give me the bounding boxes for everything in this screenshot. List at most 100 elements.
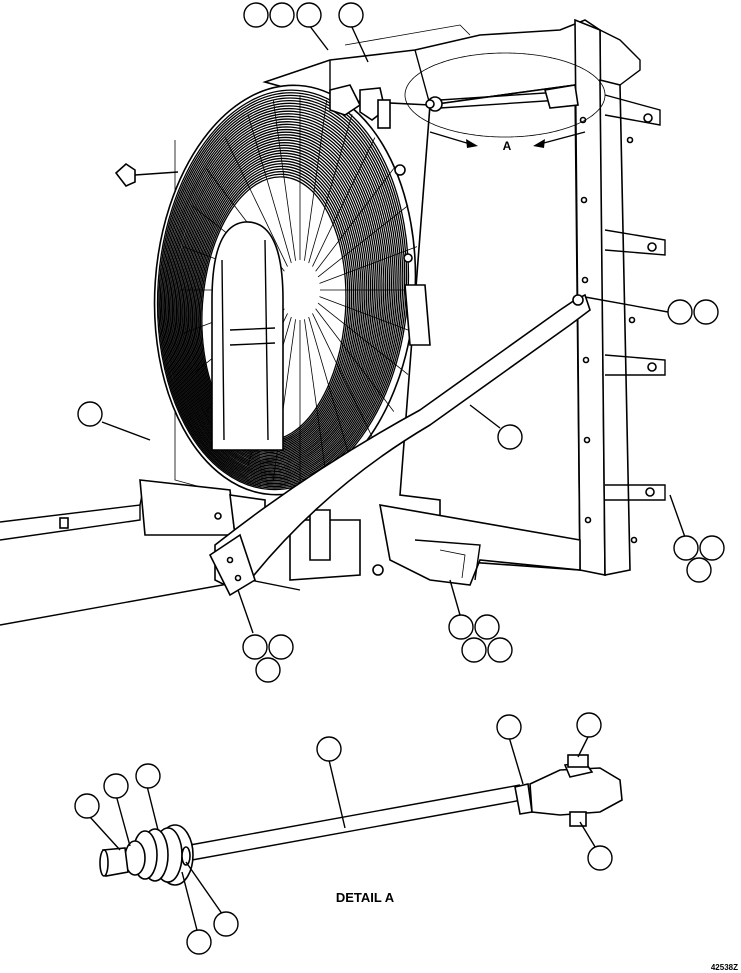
callout-c23 — [103, 773, 129, 799]
callout-circle — [242, 634, 268, 660]
callout-c18 — [487, 637, 513, 663]
callout-circle — [686, 557, 712, 583]
callout-circle — [461, 637, 487, 663]
callout-c21 — [316, 736, 342, 762]
callout-circle — [667, 299, 693, 325]
callout-circle — [296, 2, 322, 28]
guard-radial-wire — [308, 114, 353, 264]
guard-radial-wire — [224, 137, 288, 267]
callout-circle — [186, 929, 212, 955]
callout-c3 — [296, 2, 322, 28]
guard-ring — [173, 121, 387, 473]
guard-ring — [166, 107, 396, 480]
callout-circle — [693, 299, 719, 325]
guard-radial-wire — [317, 205, 409, 278]
callout-c20 — [576, 712, 602, 738]
callout-c7 — [497, 424, 523, 450]
guard-ring — [164, 105, 398, 482]
detail-caption: DETAIL A — [336, 890, 395, 905]
callout-c11 — [686, 557, 712, 583]
figure-id: 42538Z — [711, 963, 738, 972]
callout-c19 — [496, 714, 522, 740]
callout-circle — [74, 793, 100, 819]
guard-radial-wire — [304, 99, 328, 261]
guard-radial-wire — [319, 296, 418, 334]
fan-guard — [153, 84, 420, 496]
guard-ring — [182, 139, 374, 462]
callout-circle — [497, 424, 523, 450]
guard-ring — [162, 100, 402, 485]
guard-ring — [167, 110, 394, 479]
guard-radial-wire — [304, 319, 328, 481]
guard-radial-wire — [247, 114, 292, 264]
callout-circle — [496, 714, 522, 740]
guard-radial-wire — [312, 137, 376, 267]
callout-circle — [269, 2, 295, 28]
callout-circle — [316, 736, 342, 762]
callout-c24 — [74, 793, 100, 819]
callout-c16 — [474, 614, 500, 640]
callout-c4 — [338, 2, 364, 28]
guard-ring — [183, 142, 372, 461]
callout-c2 — [269, 2, 295, 28]
detail-a — [99, 754, 623, 886]
guard-ring — [185, 144, 370, 460]
callout-circle — [103, 773, 129, 799]
callout-c13 — [268, 634, 294, 660]
callout-c26 — [213, 911, 239, 937]
detail-a-indicator: A — [404, 52, 606, 153]
diagonal-brace — [208, 293, 591, 597]
guard-ring — [160, 97, 404, 486]
guard-ring — [187, 149, 366, 457]
callout-c8 — [77, 401, 103, 427]
callout-c9 — [673, 535, 699, 561]
callout-circle — [487, 637, 513, 663]
callout-circle — [587, 845, 613, 871]
detail-view-letter: A — [503, 139, 512, 153]
guard-ring — [177, 128, 381, 468]
guard-ring — [178, 131, 379, 467]
callout-c22 — [135, 763, 161, 789]
guard-ring — [189, 152, 364, 455]
callout-c25 — [587, 845, 613, 871]
shroud-hardware — [329, 84, 431, 346]
guard-ring — [191, 157, 360, 452]
callout-circle — [673, 535, 699, 561]
guard-ring — [186, 147, 368, 458]
callout-circle — [77, 401, 103, 427]
guard-radial-wire — [272, 319, 296, 481]
callout-c12 — [242, 634, 268, 660]
callout-circle — [338, 2, 364, 28]
guard-ring — [168, 113, 393, 477]
guard-radial-wire — [317, 302, 409, 375]
callout-c5 — [667, 299, 693, 325]
guard-radial-wire — [315, 308, 395, 412]
guard-ring — [190, 155, 362, 454]
guard-radial-wire — [308, 316, 353, 466]
guard-ring — [170, 115, 391, 476]
guard-ring — [171, 118, 389, 474]
post-brackets — [604, 94, 666, 501]
guard-ring — [181, 136, 376, 464]
callout-circle — [213, 911, 239, 937]
guard-ring — [175, 126, 383, 470]
callout-c27 — [186, 929, 212, 955]
callout-circle — [268, 634, 294, 660]
callout-circle — [699, 535, 725, 561]
callout-c15 — [448, 614, 474, 640]
guard-radial-wire — [319, 246, 418, 284]
callout-c14 — [255, 657, 281, 683]
callout-circle — [448, 614, 474, 640]
callout-c10 — [699, 535, 725, 561]
guard-radial-wire — [315, 168, 395, 272]
callout-bubbles — [74, 2, 725, 955]
callout-circle — [243, 2, 269, 28]
guard-radial-wire — [272, 99, 296, 261]
callout-circle — [576, 712, 602, 738]
callout-circle — [474, 614, 500, 640]
callout-circle — [255, 657, 281, 683]
callout-c6 — [693, 299, 719, 325]
top-tie-rod — [425, 84, 579, 112]
guard-ring — [179, 134, 377, 465]
guard-ring — [163, 102, 400, 483]
